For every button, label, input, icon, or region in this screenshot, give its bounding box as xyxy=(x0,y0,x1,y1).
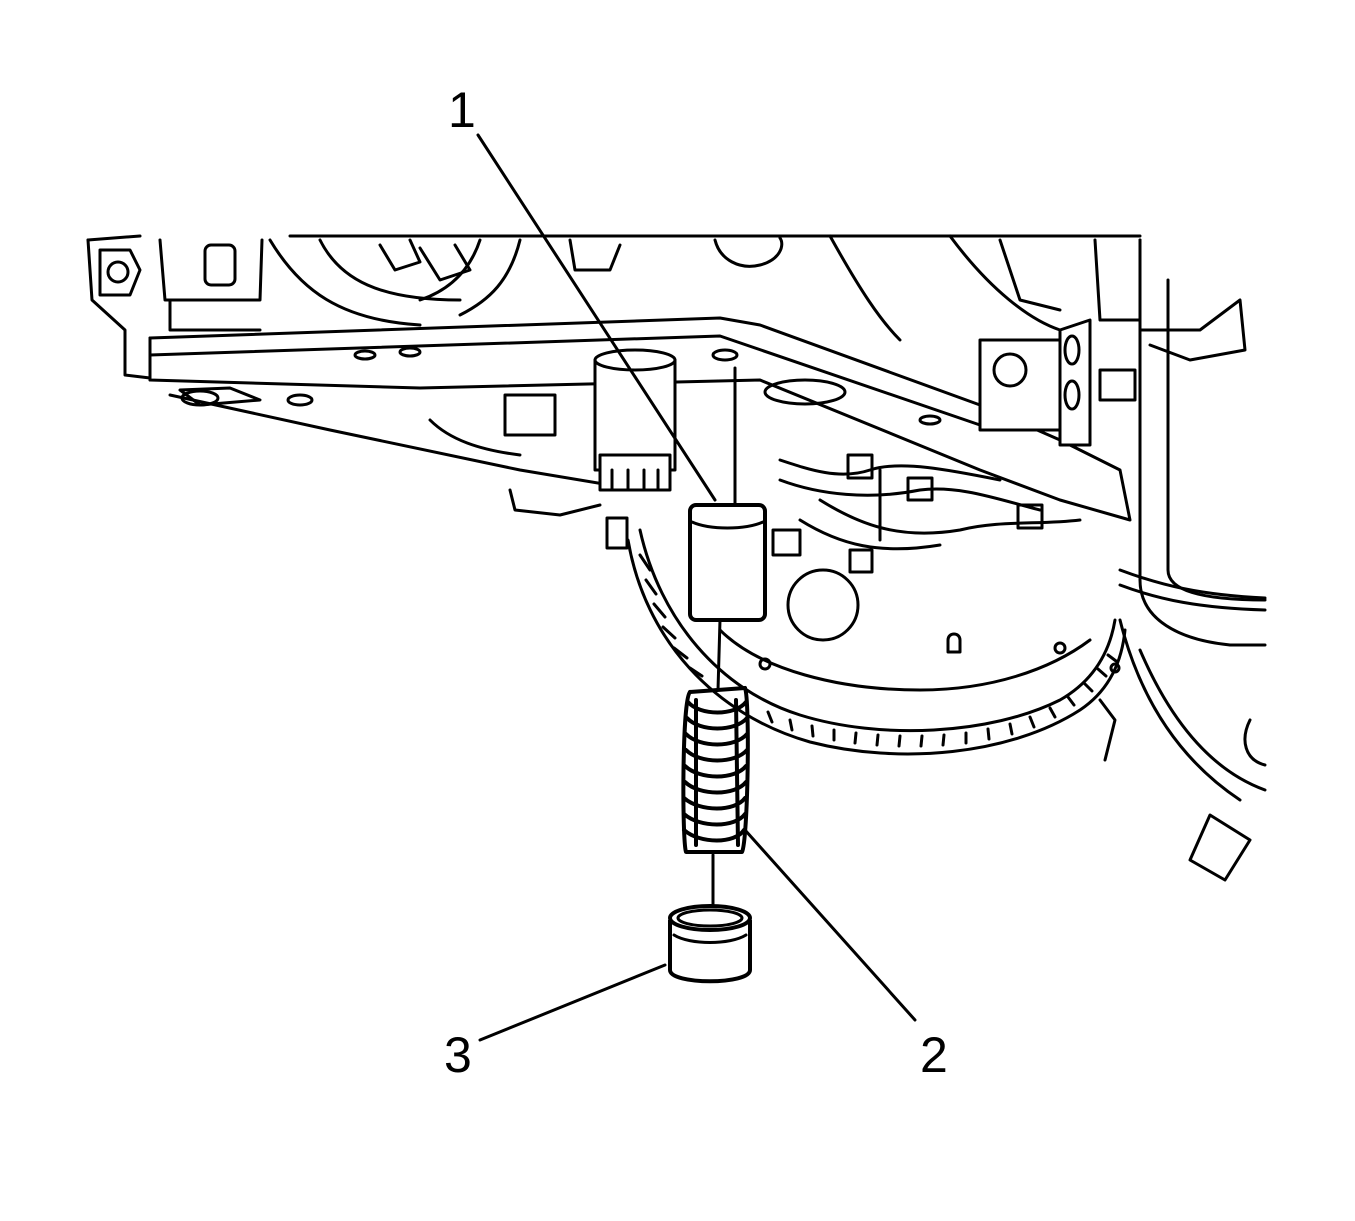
cap-part-3 xyxy=(668,904,752,984)
center-axis-line xyxy=(711,366,737,907)
leader-line-3 xyxy=(478,963,667,1042)
leader-line-2 xyxy=(743,828,917,1022)
leader-line-1 xyxy=(476,133,717,502)
bushing-part-1 xyxy=(688,503,767,622)
engine-block-underside xyxy=(86,234,1267,882)
callout-label-2: 2 xyxy=(920,1027,948,1083)
coil-spring-part-2 xyxy=(681,686,750,854)
callout-leader-lines xyxy=(476,133,917,1042)
callout-label-3: 3 xyxy=(444,1027,472,1083)
flywheel-ring-gear xyxy=(626,528,1127,756)
callout-label-1: 1 xyxy=(448,82,476,138)
